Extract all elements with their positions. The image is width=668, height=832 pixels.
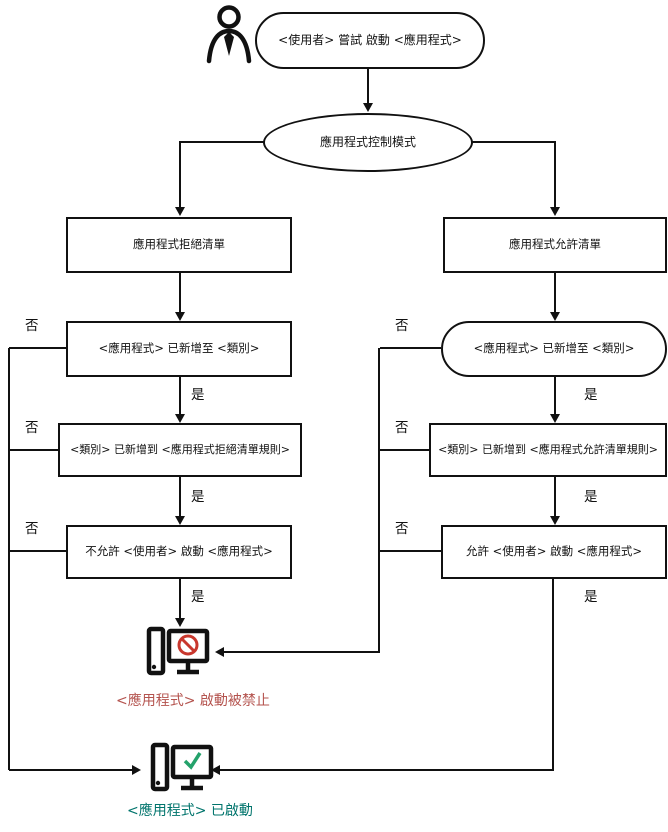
- no-label: 否: [395, 318, 409, 334]
- flow-line: [179, 141, 181, 207]
- flow-line: [179, 579, 181, 618]
- flow-line: [224, 651, 380, 653]
- arrowhead-down-icon: [550, 312, 560, 321]
- flow-line: [9, 550, 66, 552]
- no-label: 否: [25, 420, 39, 436]
- yes-label: 是: [191, 387, 205, 403]
- arrowhead-down-icon: [175, 312, 185, 321]
- arrowhead-down-icon: [175, 516, 185, 525]
- flow-line: [179, 273, 181, 312]
- app-control-mode-node: 應用程式控制模式: [263, 113, 473, 172]
- denylist-rule-node: <類別> 已新增到 <應用程式拒絕清單規則>: [58, 423, 302, 477]
- arrowhead-down-icon: [175, 207, 185, 216]
- user-person-icon: [206, 5, 252, 64]
- flow-line: [380, 449, 429, 451]
- check-badge-icon: [183, 752, 202, 770]
- denylist-decision-node: 不允許 <使用者> 啟動 <應用程式>: [66, 525, 292, 579]
- arrowhead-left-icon: [211, 765, 220, 775]
- no-label: 否: [25, 318, 39, 334]
- no-label: 否: [395, 420, 409, 436]
- yes-label: 是: [584, 489, 598, 505]
- flow-line: [9, 347, 66, 349]
- arrowhead-left-icon: [215, 647, 224, 657]
- arrowhead-down-icon: [175, 414, 185, 423]
- flow-line: [179, 377, 181, 414]
- arrowhead-down-icon: [550, 516, 560, 525]
- arrowhead-down-icon: [363, 103, 373, 112]
- flow-line: [8, 348, 10, 770]
- flow-line: [554, 477, 556, 516]
- yes-label: 是: [191, 489, 205, 505]
- denylist-category-node: <應用程式> 已新增至 <類別>: [66, 321, 292, 377]
- yes-label: 是: [191, 589, 205, 605]
- flow-line: [552, 579, 554, 769]
- arrowhead-down-icon: [175, 618, 185, 627]
- blocked-label: <應用程式> 啟動被禁止: [116, 693, 270, 709]
- denylist-node: 應用程式拒絕清單: [66, 217, 292, 273]
- start-node: <使用者> 嘗試 啟動 <應用程式>: [255, 12, 485, 69]
- flow-line: [554, 141, 556, 207]
- started-label: <應用程式> 已啟動: [127, 803, 253, 819]
- flow-line: [554, 377, 556, 414]
- flow-line: [179, 477, 181, 516]
- flow-line: [220, 769, 554, 771]
- allowlist-decision-node: 允許 <使用者> 啟動 <應用程式>: [441, 525, 667, 579]
- arrowhead-down-icon: [550, 207, 560, 216]
- flow-line: [472, 141, 556, 143]
- allowlist-rule-node: <類別> 已新增到 <應用程式允許清單規則>: [429, 423, 667, 477]
- flow-line: [180, 141, 264, 143]
- arrowhead-down-icon: [550, 414, 560, 423]
- allowlist-category-node: <應用程式> 已新增至 <類別>: [441, 321, 667, 377]
- yes-label: 是: [584, 589, 598, 605]
- yes-label: 是: [584, 387, 598, 403]
- computer-started-icon: [150, 742, 214, 792]
- computer-blocked-icon: [146, 626, 210, 676]
- no-label: 否: [395, 521, 409, 537]
- flow-line: [367, 69, 369, 104]
- flow-line: [378, 348, 380, 652]
- flow-line: [9, 449, 58, 451]
- allowlist-node: 應用程式允許清單: [443, 217, 667, 273]
- flow-line: [9, 769, 132, 771]
- no-label: 否: [25, 521, 39, 537]
- flow-line: [380, 550, 441, 552]
- flow-line: [380, 347, 441, 349]
- flow-line: [554, 273, 556, 312]
- arrowhead-right-icon: [132, 765, 141, 775]
